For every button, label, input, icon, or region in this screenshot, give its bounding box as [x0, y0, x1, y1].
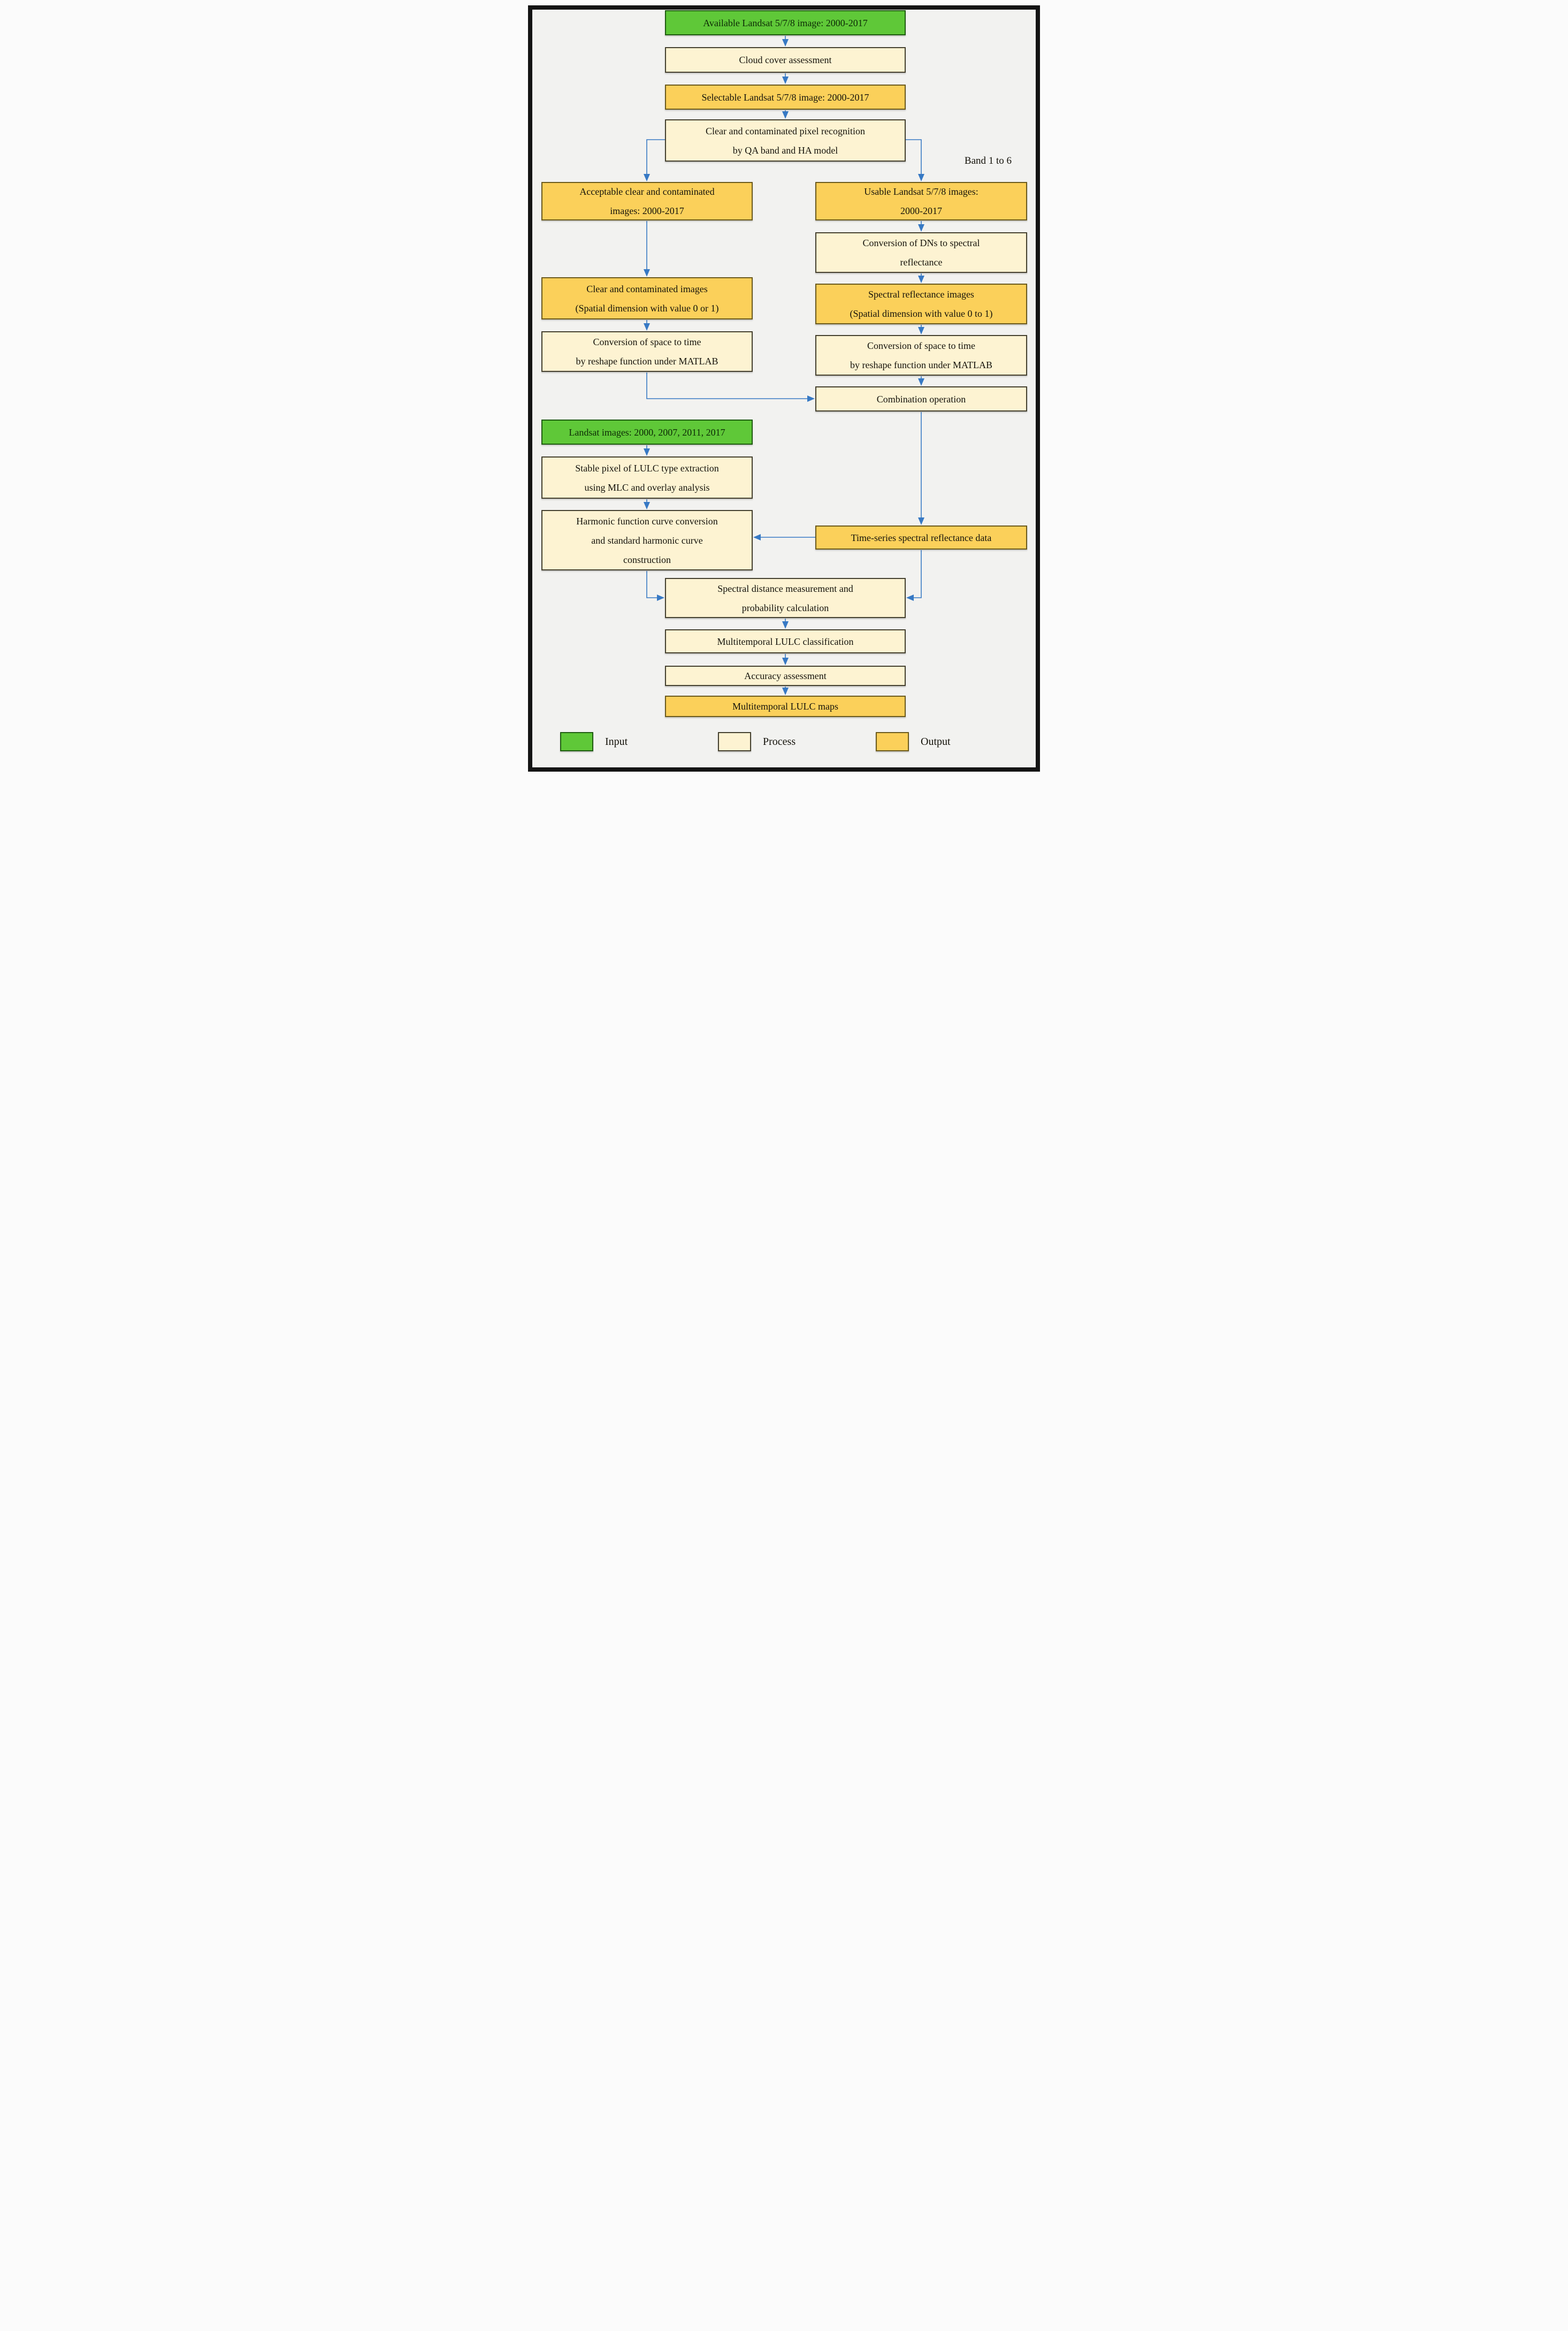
node-label: Cloud cover assessment — [739, 55, 832, 65]
node-pixel-recognition: Clear and contaminated pixel recognition… — [665, 119, 906, 162]
legend-item-output: Output — [876, 732, 951, 751]
flowchart-figure: Available Landsat 5/7/8 image: 2000-2017… — [523, 0, 1045, 777]
node-label: Combination operation — [876, 393, 966, 405]
node-label: Time-series spectral reflectance data — [851, 532, 992, 543]
node-stable-pixel-extraction: Stable pixel of LULC type extraction usi… — [541, 456, 753, 499]
node-space-to-time-left: Conversion of space to time by reshape f… — [541, 331, 753, 372]
node-label: Accuracy assessment — [744, 671, 827, 681]
node-space-to-time-right: Conversion of space to time by reshape f… — [815, 335, 1027, 376]
node-accuracy-assessment: Accuracy assessment — [665, 666, 906, 686]
node-label: using MLC and overlay analysis — [584, 482, 710, 493]
process-color-swatch — [718, 732, 751, 751]
node-label: (Spatial dimension with value 0 or 1) — [575, 302, 719, 314]
node-acceptable-images-output: Acceptable clear and contaminated images… — [541, 182, 753, 220]
node-label: probability calculation — [741, 602, 829, 613]
node-label: Multitemporal LULC classification — [717, 636, 854, 647]
node-label: by QA band and HA model — [732, 144, 838, 156]
node-label: (Spatial dimension with value 0 to 1) — [850, 308, 993, 319]
node-combination-operation: Combination operation — [815, 386, 1027, 412]
node-lulc-classification: Multitemporal LULC classification — [665, 629, 906, 653]
node-label: Landsat images: 2000, 2007, 2011, 2017 — [569, 426, 725, 438]
output-color-swatch — [876, 732, 909, 751]
node-label: Selectable Landsat 5/7/8 image: 2000-201… — [701, 92, 869, 103]
input-color-swatch — [560, 732, 593, 751]
node-label: Conversion of space to time — [593, 337, 701, 347]
arrow-recognition-to-acceptable — [644, 139, 665, 181]
legend-label-process: Process — [763, 735, 796, 748]
legend-label-output: Output — [921, 735, 951, 748]
legend-item-input: Input — [560, 732, 628, 751]
node-label: 2000-2017 — [900, 205, 942, 216]
flow-arrows — [644, 36, 924, 695]
node-selectable-landsat-output: Selectable Landsat 5/7/8 image: 2000-201… — [665, 85, 906, 110]
node-spectral-reflectance-images-output: Spectral reflectance images (Spatial dim… — [815, 284, 1027, 324]
node-available-landsat-input: Available Landsat 5/7/8 image: 2000-2017 — [665, 10, 906, 35]
legend-label-input: Input — [605, 735, 628, 748]
node-lulc-maps-output: Multitemporal LULC maps — [665, 696, 906, 717]
node-landsat-images-input: Landsat images: 2000, 2007, 2011, 2017 — [541, 420, 753, 445]
node-label: Conversion of DNs to spectral — [862, 238, 980, 248]
node-clear-contaminated-images-output: Clear and contaminated images (Spatial d… — [541, 277, 753, 319]
node-label: Stable pixel of LULC type extraction — [575, 462, 719, 474]
node-label: Usable Landsat 5/7/8 images: — [864, 186, 978, 197]
arrow-harmonic-to-spectral-distance — [646, 571, 664, 601]
node-label: and standard harmonic curve — [591, 535, 703, 546]
node-label: Spectral distance measurement and — [717, 583, 853, 594]
node-label: Clear and contaminated pixel recognition — [706, 125, 865, 136]
node-label: reflectance — [900, 257, 943, 268]
band-range-label: Band 1 to 6 — [964, 155, 1012, 166]
node-label: images: 2000-2017 — [610, 205, 684, 216]
node-label: by reshape function under MATLAB — [850, 360, 992, 370]
node-usable-images-output: Usable Landsat 5/7/8 images: 2000-2017 — [815, 182, 1027, 220]
node-cloud-cover-assessment: Cloud cover assessment — [665, 47, 906, 73]
node-label: Harmonic function curve conversion — [576, 515, 718, 527]
node-spectral-distance: Spectral distance measurement and probab… — [665, 578, 906, 618]
legend-item-process: Process — [718, 732, 796, 751]
node-label: Available Landsat 5/7/8 image: 2000-2017 — [703, 17, 868, 28]
node-label: Clear and contaminated images — [586, 283, 708, 294]
node-label: construction — [623, 554, 671, 565]
arrow-recognition-to-usable — [906, 139, 924, 181]
node-conversion-dns: Conversion of DNs to spectral reflectanc… — [815, 232, 1027, 273]
node-label: Multitemporal LULC maps — [732, 701, 838, 712]
node-label: by reshape function under MATLAB — [576, 356, 718, 367]
arrow-conv-space-left-to-combination — [646, 372, 815, 402]
node-label: Spectral reflectance images — [868, 289, 974, 300]
node-label: Acceptable clear and contaminated — [579, 186, 715, 197]
node-harmonic-curve: Harmonic function curve conversion and s… — [541, 510, 753, 570]
arrow-time-series-to-spectral-distance — [906, 550, 922, 601]
node-label: Conversion of space to time — [867, 340, 975, 351]
node-time-series-data-output: Time-series spectral reflectance data — [815, 525, 1027, 550]
